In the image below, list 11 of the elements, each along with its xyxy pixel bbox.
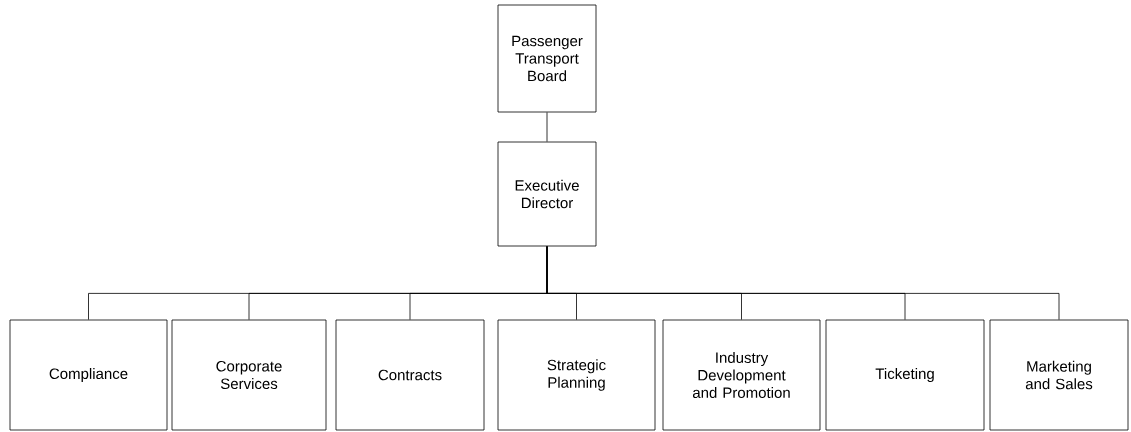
org-box: Ticketing: [825, 319, 985, 431]
org-box: Corporate Services: [171, 319, 327, 431]
org-box: Strategic Planning: [497, 319, 656, 431]
connector-line: [546, 112, 548, 142]
org-box: Marketing and Sales: [989, 319, 1129, 431]
org-box: Executive Director: [497, 141, 597, 247]
org-box: Passenger Transport Board: [497, 4, 597, 113]
org-box: Compliance: [9, 319, 168, 431]
org-box: Contracts: [335, 319, 485, 431]
connector-line: [546, 246, 1060, 320]
org-box: Industry Development and Promotion: [662, 319, 821, 431]
